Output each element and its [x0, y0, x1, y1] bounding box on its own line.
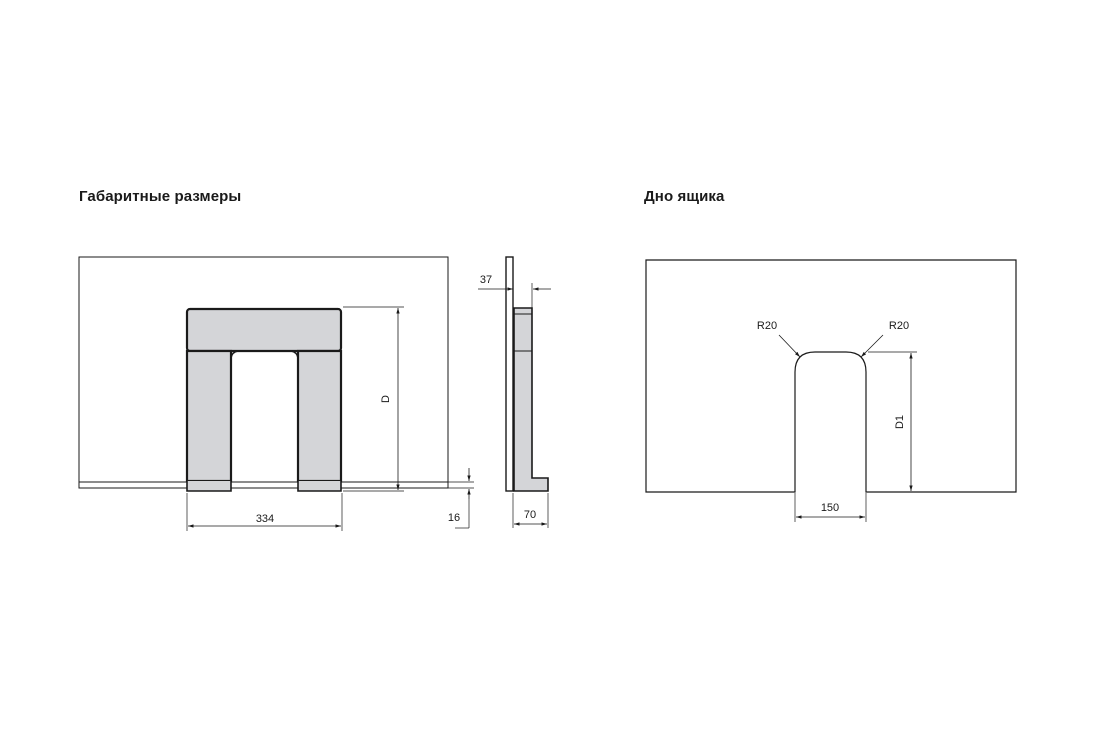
drawer-bottom-title: Дно ящика	[644, 188, 725, 205]
side-panel	[505, 256, 514, 492]
radius-left-leader	[778, 334, 801, 358]
cutout-depth-label: D1	[894, 415, 906, 429]
side-width-label: 70	[524, 509, 536, 521]
radius-right-leader	[860, 334, 884, 358]
drawer-left-leg	[185, 349, 233, 483]
setback-label: 37	[480, 274, 492, 286]
cabinet-outline	[78, 256, 449, 486]
width-label: 334	[256, 513, 274, 525]
drawer-bottom-outline	[645, 259, 1017, 493]
radius-right-label: R20	[889, 320, 909, 332]
thickness-label: 16	[448, 512, 460, 524]
drawer-top-bar	[185, 307, 343, 353]
drawer-bottom-view	[645, 259, 1017, 522]
drawer-left-foot	[186, 481, 232, 492]
depth-label: D	[380, 395, 392, 403]
cabinet-floor	[78, 481, 449, 489]
side-view	[478, 256, 551, 528]
front-view	[78, 256, 474, 531]
drawer-u-frame	[185, 307, 343, 483]
cutout-width-label: 150	[821, 502, 839, 514]
drawer-side-profile	[513, 307, 549, 492]
radius-left-label: R20	[757, 320, 777, 332]
overall-dimensions-title: Габаритные размеры	[79, 188, 242, 205]
drawer-right-foot	[297, 481, 342, 492]
drawer-right-leg	[296, 349, 343, 483]
